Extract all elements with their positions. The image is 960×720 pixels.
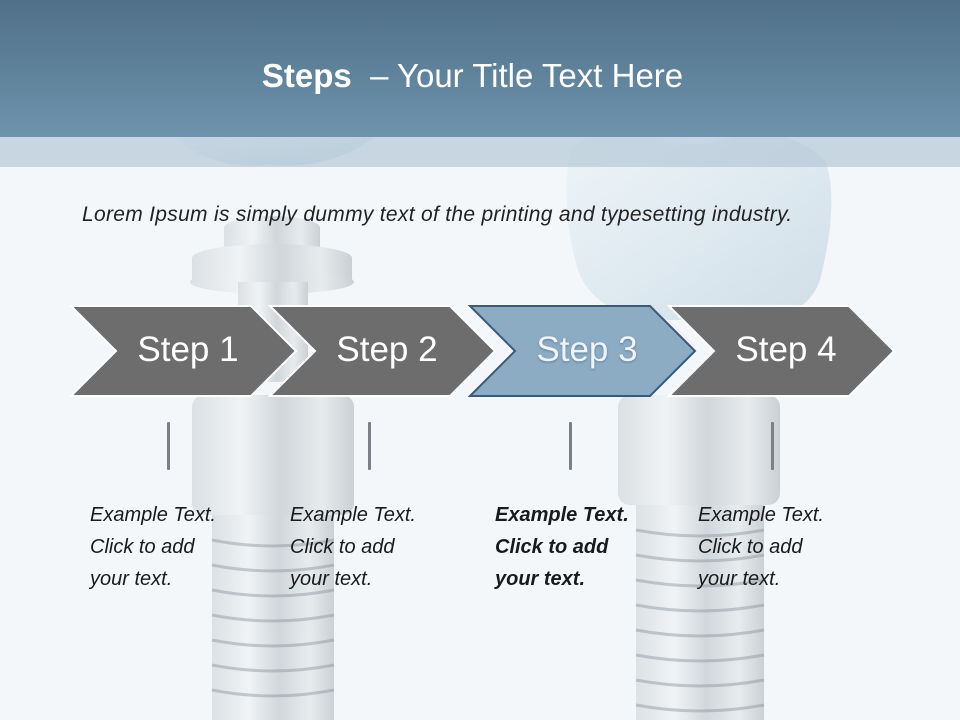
step-4-text[interactable]: Example Text. Click to add your text. [698,499,898,595]
step-1-connector [167,422,170,470]
step-2-text-line: Click to add [290,536,395,558]
title-header [0,0,960,137]
step-4-text-line: Example Text. [698,504,824,526]
slide-title[interactable]: Steps – Your Title Text Here [0,56,945,96]
step-3-text-line: Click to add [495,536,609,558]
header-band [0,137,960,167]
step-2-connector [368,422,371,470]
step-3-text-line: Example Text. [495,504,629,526]
title-rest-part: – Your Title Text Here [370,57,684,94]
step-2-text[interactable]: Example Text. Click to add your text. [290,499,490,595]
step-3-chevron[interactable] [467,305,697,397]
step-1-label: Step 1 [137,330,239,369]
step-4-text-line: Click to add [698,536,803,558]
step-2-label: Step 2 [336,330,438,369]
step-3-text-line: your text. [495,568,586,590]
step-3-connector [569,422,572,470]
step-1-text[interactable]: Example Text. Click to add your text. [90,499,290,595]
step-4-text-line: your text. [698,568,781,590]
step-2-text-line: Example Text. [290,504,416,526]
step-2-text-line: your text. [290,568,373,590]
step-2-chevron[interactable] [267,305,497,397]
step-4-chevron[interactable] [666,305,896,397]
step-1-chevron[interactable] [68,305,298,397]
intro-paragraph[interactable]: Lorem Ipsum is simply dummy text of the … [82,203,793,226]
step-3-text[interactable]: Example Text. Click to add your text. [495,499,695,595]
step-4-label: Step 4 [735,330,837,369]
step-1-text-line: Click to add [90,536,195,558]
step-3-label: Step 3 [536,330,638,369]
step-4-connector [771,422,774,470]
step-1-text-line: Example Text. [90,504,216,526]
step-1-text-line: your text. [90,568,173,590]
title-bold-part: Steps [261,57,352,94]
